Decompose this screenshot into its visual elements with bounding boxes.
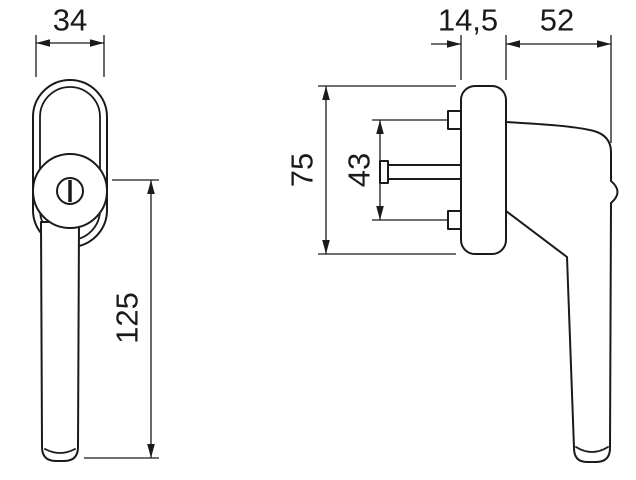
arrowhead-down — [147, 444, 155, 458]
spindle-end — [379, 160, 389, 184]
dimension-label: 52 — [540, 3, 574, 38]
arrowhead-right — [90, 39, 104, 47]
arrowhead-up — [322, 86, 330, 100]
dim-side-projection: 52 — [506, 3, 612, 143]
dimension-label: 125 — [110, 292, 145, 344]
dimension-label: 43 — [342, 153, 377, 187]
arrowhead-left — [36, 39, 50, 47]
backplate — [460, 85, 507, 255]
lever-end-curve — [44, 448, 76, 454]
arrowhead-left — [506, 40, 520, 48]
dimension-label: 14,5 — [438, 3, 498, 38]
screw-boss-top — [447, 110, 462, 130]
front-view — [32, 79, 108, 462]
handle-side-profile — [505, 121, 619, 463]
dim-front-width: 34 — [35, 3, 105, 77]
lever-front — [40, 221, 80, 462]
grip-end-curve — [575, 446, 609, 453]
dim-side-plate-height: 75 — [285, 85, 456, 255]
dim-side-screw-spacing: 43 — [342, 119, 447, 221]
dimension-label: 34 — [53, 3, 87, 38]
arrowhead-down — [322, 240, 330, 254]
screw-boss-bottom — [447, 210, 462, 230]
dimension-label: 75 — [285, 153, 320, 187]
arrowhead-right — [447, 40, 461, 48]
arrowhead-down — [376, 206, 384, 220]
arrowhead-right — [597, 40, 611, 48]
spindle — [387, 164, 462, 180]
arrowhead-up — [376, 120, 384, 134]
arrowhead-up — [147, 180, 155, 194]
side-view — [379, 85, 619, 463]
dim-front-lever-length: 125 — [84, 179, 159, 459]
dim-side-plate-thickness: 14,5 — [431, 3, 507, 80]
